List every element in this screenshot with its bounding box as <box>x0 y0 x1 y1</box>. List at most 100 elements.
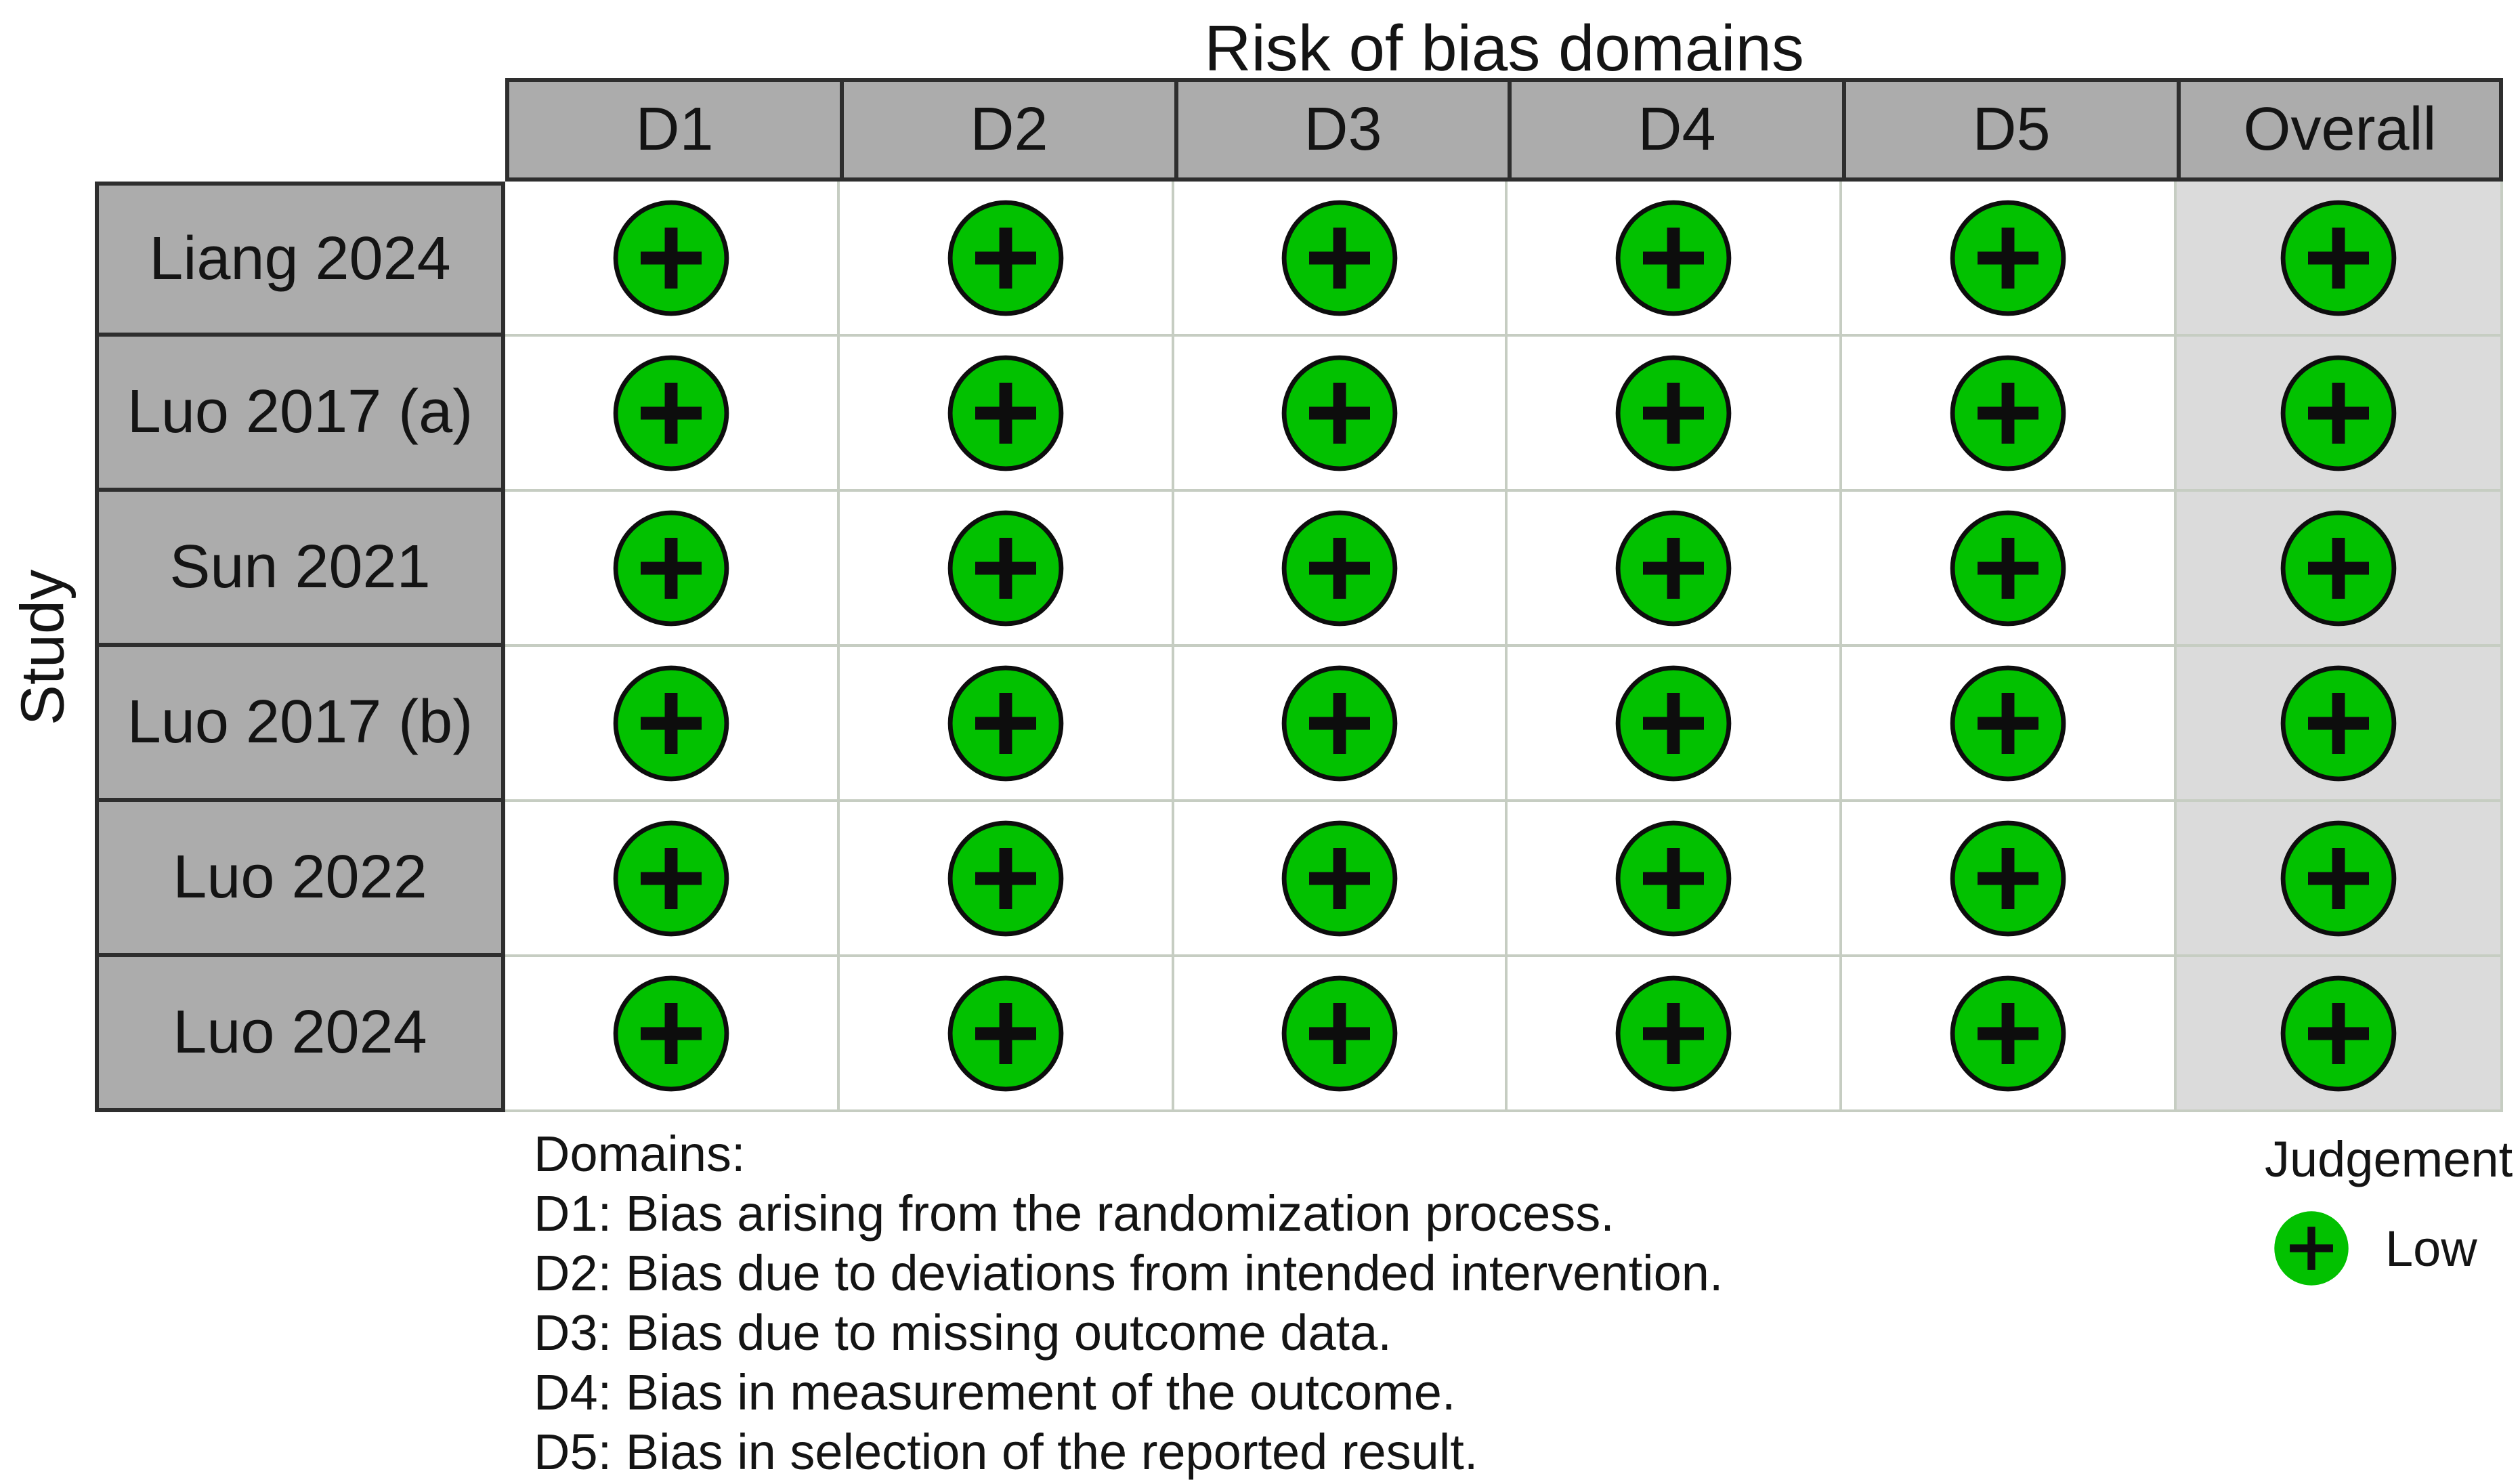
low-risk-plus-icon <box>947 665 1064 781</box>
low-risk-plus-icon <box>947 200 1064 316</box>
study-row-label: Luo 2017 (a) <box>95 337 505 492</box>
judgement-cell <box>1842 957 2177 1112</box>
judgement-cell <box>1174 182 1508 337</box>
domains-legend-heading: Domains: <box>534 1126 746 1182</box>
judgement-cell <box>840 337 1174 492</box>
judgement-cell <box>840 647 1174 802</box>
low-risk-plus-icon <box>2280 665 2397 781</box>
low-risk-plus-icon <box>1281 200 1398 316</box>
judgement-cell <box>1842 802 2177 957</box>
judgement-cell <box>840 182 1174 337</box>
judgement-cell <box>1174 337 1508 492</box>
low-risk-plus-icon <box>947 975 1064 1091</box>
low-risk-plus-icon <box>1615 975 1732 1091</box>
judgement-legend-heading: Judgement <box>2265 1131 2513 1187</box>
judgement-cell <box>1842 647 2177 802</box>
low-risk-plus-icon <box>1281 355 1398 471</box>
judgement-cell <box>1174 957 1508 1112</box>
low-risk-plus-icon <box>613 355 729 471</box>
judgement-cell <box>2177 492 2503 647</box>
low-risk-plus-icon <box>947 510 1064 626</box>
judgement-cell <box>2177 802 2503 957</box>
low-risk-plus-icon <box>613 510 729 626</box>
judgement-legend: Judgement Low <box>2259 1132 2520 1287</box>
low-risk-plus-icon <box>1950 975 2066 1091</box>
judgement-cell <box>1508 182 1842 337</box>
low-risk-plus-icon <box>1281 510 1398 626</box>
study-row-label: Sun 2021 <box>95 492 505 647</box>
low-risk-plus-icon <box>947 820 1064 936</box>
column-header-d1: D1 <box>505 78 840 182</box>
low-risk-plus-icon <box>613 665 729 781</box>
low-risk-plus-icon <box>613 820 729 936</box>
judgement-cell <box>1842 337 2177 492</box>
low-risk-plus-icon <box>2280 200 2397 316</box>
judgement-cell <box>1842 492 2177 647</box>
study-row-label: Liang 2024 <box>95 182 505 337</box>
domains-legend-item: D3: Bias due to missing outcome data. <box>534 1305 1392 1361</box>
judgement-low-entry: Low <box>2259 1210 2520 1287</box>
low-risk-plus-icon <box>613 975 729 1091</box>
column-header-d5: D5 <box>1842 78 2177 182</box>
judgement-cell <box>1508 492 1842 647</box>
judgement-cell <box>1508 647 1842 802</box>
study-row-label: Luo 2017 (b) <box>95 647 505 802</box>
domains-legend-item: D2: Bias due to deviations from intended… <box>534 1245 1724 1301</box>
low-risk-plus-icon <box>1281 820 1398 936</box>
low-risk-plus-icon <box>1950 665 2066 781</box>
domains-legend-item: D4: Bias in measurement of the outcome. <box>534 1364 1456 1420</box>
judgement-cell <box>505 182 840 337</box>
low-risk-plus-icon <box>613 200 729 316</box>
low-risk-plus-icon <box>2280 355 2397 471</box>
judgement-cell <box>1174 492 1508 647</box>
low-risk-plus-icon <box>2280 820 2397 936</box>
judgement-cell <box>1174 802 1508 957</box>
low-risk-plus-icon <box>1615 510 1732 626</box>
column-header-d3: D3 <box>1174 78 1508 182</box>
judgement-cell <box>1842 182 2177 337</box>
low-risk-plus-icon <box>1615 820 1732 936</box>
low-risk-plus-icon <box>1950 820 2066 936</box>
column-header-d4: D4 <box>1508 78 1842 182</box>
judgement-cell <box>1508 337 1842 492</box>
study-row-label: Luo 2024 <box>95 957 505 1112</box>
judgement-cell <box>1174 647 1508 802</box>
domains-legend-item: D1: Bias arising from the randomization … <box>534 1185 1615 1242</box>
low-risk-plus-icon <box>1615 665 1732 781</box>
judgement-cell <box>505 802 840 957</box>
low-risk-plus-icon <box>1950 510 2066 626</box>
low-risk-plus-icon <box>1615 200 1732 316</box>
study-row-label: Luo 2022 <box>95 802 505 957</box>
judgement-cell <box>2177 957 2503 1112</box>
study-axis-label: Study <box>9 569 77 726</box>
judgement-cell <box>505 337 840 492</box>
column-header-d2: D2 <box>840 78 1174 182</box>
corner-spacer <box>95 78 505 182</box>
low-risk-plus-icon <box>1281 975 1398 1091</box>
domains-legend-items: D1: Bias arising from the randomization … <box>534 1184 1724 1482</box>
judgement-cell <box>505 492 840 647</box>
low-risk-plus-icon <box>1950 200 2066 316</box>
low-risk-plus-icon <box>2280 975 2397 1091</box>
judgement-cell <box>840 957 1174 1112</box>
low-risk-plus-icon <box>947 355 1064 471</box>
judgement-entry-label: Low <box>2385 1220 2477 1277</box>
column-header-overall: Overall <box>2177 78 2503 182</box>
judgement-cell <box>505 957 840 1112</box>
figure-title: Risk of bias domains <box>1204 12 1804 85</box>
low-risk-legend-icon <box>2274 1211 2349 1286</box>
low-risk-plus-icon <box>1281 665 1398 781</box>
judgement-cell <box>1508 957 1842 1112</box>
judgement-cell <box>840 492 1174 647</box>
judgement-cell <box>1508 802 1842 957</box>
judgement-cell <box>840 802 1174 957</box>
low-risk-plus-icon <box>1615 355 1732 471</box>
judgement-cell <box>505 647 840 802</box>
low-risk-plus-icon <box>2280 510 2397 626</box>
judgement-cell <box>2177 337 2503 492</box>
domains-legend: Domains: D1: Bias arising from the rando… <box>534 1124 1724 1482</box>
low-risk-plus-icon <box>1950 355 2066 471</box>
judgement-cell <box>2177 182 2503 337</box>
judgement-cell <box>2177 647 2503 802</box>
